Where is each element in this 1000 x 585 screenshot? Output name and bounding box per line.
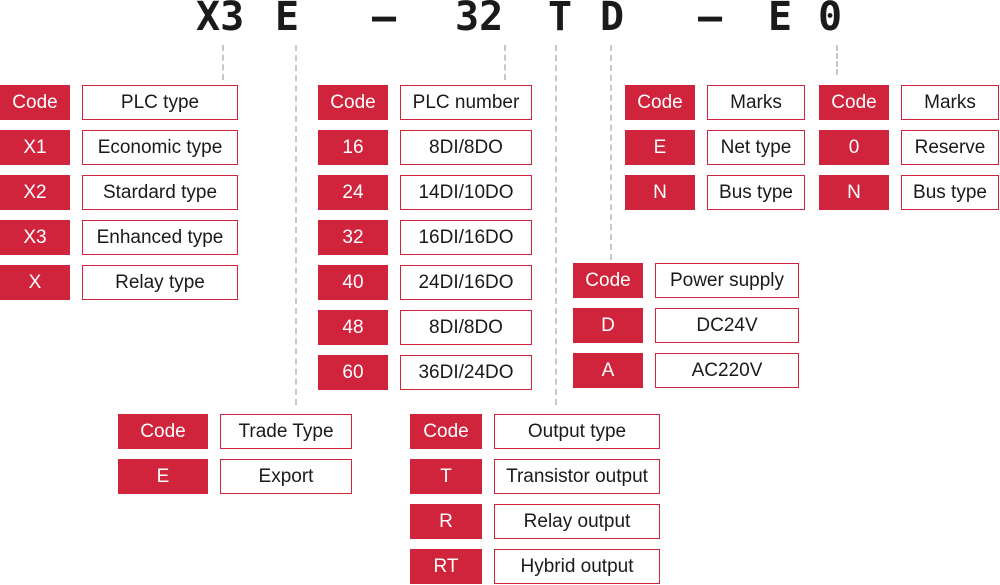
model-char: 32 [455,0,504,40]
plc-number-header-label: PLC number [400,85,532,120]
trade-type-header-code: Code [118,414,208,449]
plc-type-desc-cell: Economic type [82,130,238,165]
plc-type-desc-cell: Enhanced type [82,220,238,255]
power-supply-desc-cell: AC220V [655,353,799,388]
output-type-code-cell: R [410,504,482,539]
output-type-desc-cell: Transistor output [494,459,660,494]
output-type-header-label: Output type [494,414,660,449]
plc-type-header-code: Code [0,85,70,120]
connector-line [610,45,612,260]
plc-number-desc-cell: 8DI/8DO [400,310,532,345]
plc-number-desc-cell: 24DI/16DO [400,265,532,300]
marks-2-header-label: Marks [901,85,999,120]
connector-line [222,45,224,80]
plc-number-desc-cell: 36DI/24DO [400,355,532,390]
connector-line [555,45,557,405]
plc-number-header-code: Code [318,85,388,120]
model-char: — [698,0,723,40]
model-char: E [275,0,300,40]
plc-number-code-cell: 32 [318,220,388,255]
plc-type-code-cell: X [0,265,70,300]
plc-type-header-label: PLC type [82,85,238,120]
plc-number-desc-cell: 16DI/16DO [400,220,532,255]
plc-number-code-cell: 40 [318,265,388,300]
marks-1-desc-cell: Net type [707,130,805,165]
model-char: X3 [196,0,245,40]
connector-line [295,45,297,405]
power-supply-header-code: Code [573,263,643,298]
model-char: 0 [818,0,843,40]
plc-number-desc-cell: 8DI/8DO [400,130,532,165]
marks-1-header-label: Marks [707,85,805,120]
model-char: T [548,0,573,40]
output-type-header-code: Code [410,414,482,449]
plc-type-code-cell: X2 [0,175,70,210]
plc-number-code-cell: 48 [318,310,388,345]
plc-number-code-cell: 24 [318,175,388,210]
output-type-desc-cell: Hybrid output [494,549,660,584]
marks-2-desc-cell: Reserve [901,130,999,165]
trade-type-desc-cell: Export [220,459,352,494]
connector-line [836,45,838,75]
output-type-desc-cell: Relay output [494,504,660,539]
power-supply-desc-cell: DC24V [655,308,799,343]
model-char: D [600,0,625,40]
plc-type-desc-cell: Relay type [82,265,238,300]
marks-1-header-code: Code [625,85,695,120]
output-type-code-cell: RT [410,549,482,584]
marks-2-code-cell: 0 [819,130,889,165]
marks-1-code-cell: N [625,175,695,210]
plc-type-code-cell: X3 [0,220,70,255]
trade-type-header-label: Trade Type [220,414,352,449]
model-char: E [768,0,793,40]
connector-line [504,45,506,80]
marks-2-header-code: Code [819,85,889,120]
plc-type-desc-cell: Stardard type [82,175,238,210]
power-supply-code-cell: A [573,353,643,388]
power-supply-code-cell: D [573,308,643,343]
marks-1-code-cell: E [625,130,695,165]
plc-number-desc-cell: 14DI/10DO [400,175,532,210]
model-char: — [372,0,397,40]
marks-2-desc-cell: Bus type [901,175,999,210]
output-type-code-cell: T [410,459,482,494]
marks-2-code-cell: N [819,175,889,210]
marks-1-desc-cell: Bus type [707,175,805,210]
power-supply-header-label: Power supply [655,263,799,298]
plc-type-code-cell: X1 [0,130,70,165]
plc-number-code-cell: 16 [318,130,388,165]
trade-type-code-cell: E [118,459,208,494]
plc-number-code-cell: 60 [318,355,388,390]
